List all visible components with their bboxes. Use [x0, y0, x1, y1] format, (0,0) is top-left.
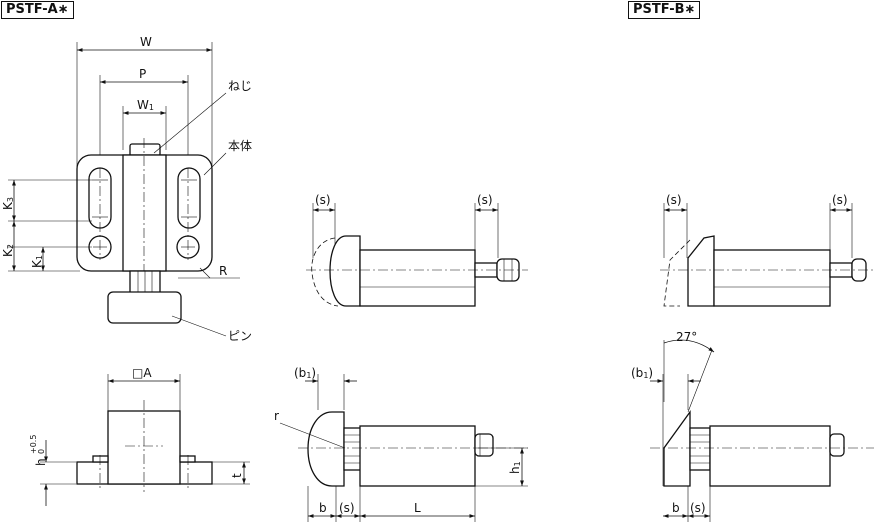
front-view-a: W P W1 — [1, 35, 252, 343]
dim-r: r — [274, 409, 279, 423]
dim-s-a2: (s) — [477, 193, 493, 207]
dim-h-inf: 0 — [37, 449, 46, 454]
dim-K2: K2 — [1, 244, 15, 257]
dim-A: □A — [132, 366, 152, 380]
dim-s-b3: (s) — [690, 501, 706, 515]
dim-h: h — [34, 458, 48, 466]
dim-b1-a: (b1) — [294, 366, 316, 380]
dim-h-sup: +0.5 — [29, 435, 38, 454]
model-tag-b: PSTF-B∗ — [628, 1, 701, 19]
dim-R: R — [219, 264, 227, 278]
dim-s-a3: (s) — [339, 501, 355, 515]
dim-b-a: b — [319, 501, 327, 515]
dim-W: W — [140, 35, 152, 49]
dim-L: L — [414, 501, 421, 515]
side-view-a: (s) (s) — [306, 193, 528, 307]
dim-s-a1: (s) — [315, 193, 331, 207]
label-body: 本体 — [228, 139, 252, 153]
model-tag-a: PSTF-A∗ — [1, 1, 74, 19]
dim-K3: K3 — [1, 197, 15, 210]
label-pin: ピン — [228, 329, 252, 343]
dim-h1: h1 — [508, 461, 522, 474]
section-view-b: (b1) 27° b (s) — [631, 330, 874, 522]
dim-b-b: b — [672, 501, 680, 515]
dim-s-b1: (s) — [666, 193, 682, 207]
label-screw: ねじ — [228, 79, 252, 93]
side-view-b: (s) (s) — [660, 193, 874, 307]
dim-angle: 27° — [676, 330, 697, 344]
dim-K1: K1 — [30, 255, 44, 268]
bottom-view-a: □A h +0.5 0 t — [29, 366, 250, 506]
dim-s-b2: (s) — [832, 193, 848, 207]
dim-P: P — [139, 67, 146, 81]
dim-W1: W1 — [137, 98, 154, 112]
section-view-a: (b1) r h1 b (s) L — [274, 366, 528, 522]
dim-b1-b: (b1) — [631, 366, 653, 380]
pin-knob-a — [107, 291, 182, 324]
dim-t: t — [230, 473, 244, 478]
